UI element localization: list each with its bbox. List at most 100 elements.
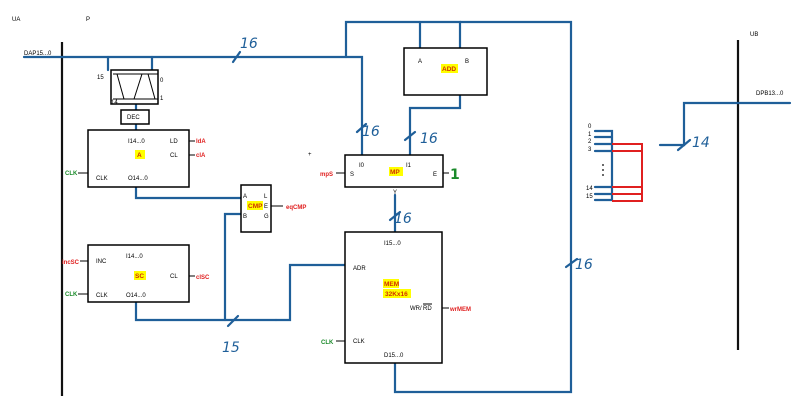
sc-highlight	[134, 271, 146, 280]
sc-inc: INC	[96, 259, 107, 265]
mp-highlight	[389, 167, 403, 176]
mem-name: MEM	[384, 281, 399, 288]
reg-a-in: I14...0	[128, 139, 145, 145]
wire-sc-to-cmp-b	[223, 212, 243, 322]
slash-sc	[226, 314, 240, 328]
signal-clk-sc: CLK	[65, 292, 78, 298]
cmp-block	[240, 184, 272, 233]
cmp-l: L	[264, 194, 268, 200]
signal-wrMEM: wrMEM	[449, 307, 471, 313]
dec-block	[120, 109, 150, 125]
reg-a-clk: CLK	[96, 176, 108, 182]
signal-mp-e-one: 1	[450, 167, 460, 183]
add-name: ADD	[442, 66, 456, 73]
dpb-input-label: DPB13...0	[756, 91, 784, 97]
mp-y: Y	[393, 190, 397, 196]
mux-label-0: 0	[588, 124, 592, 130]
slash-dpb	[676, 138, 692, 152]
add-block	[403, 47, 488, 96]
sc-name: SC	[135, 273, 144, 280]
signal-clA: clA	[196, 153, 206, 159]
add-a: A	[418, 59, 422, 65]
dec-label: DEC	[127, 115, 140, 121]
mp-i1: I1	[406, 163, 412, 169]
mp-i0: I0	[359, 163, 365, 169]
width-16-mem: 16	[394, 211, 412, 227]
slash-mp0	[355, 122, 368, 134]
wire-add-top	[344, 20, 462, 59]
reg-a-highlight	[135, 150, 145, 159]
mp-s: S	[350, 172, 354, 178]
wire-a-to-cmp	[134, 184, 243, 200]
bus-ua-label: UA	[12, 17, 20, 23]
width-16-mp0: 16	[362, 124, 380, 140]
signal-mpS: mpS	[320, 172, 333, 178]
reg-a-cl: CL	[170, 153, 178, 159]
mem-highlight-2	[383, 289, 411, 298]
wire-sc-to-mem-adr	[274, 263, 348, 322]
cmp-a: A	[243, 194, 247, 200]
switch-lever-3	[147, 73, 156, 100]
width-16-right: 16	[575, 257, 593, 273]
wire-dap-to-mp-i0	[22, 55, 364, 157]
wire-sc-out	[134, 300, 278, 322]
switch-lever-1	[116, 73, 125, 100]
wire-mem-out-loop	[393, 20, 573, 394]
width-15: 15	[222, 340, 240, 356]
signal-ldA: ldA	[196, 139, 206, 145]
reg-a-name: A	[137, 152, 142, 159]
slash-mp1	[403, 130, 417, 142]
switch-label-1: 1	[160, 96, 164, 102]
width-14: 14	[692, 135, 710, 151]
dap-input-label: DAP15...0	[24, 51, 52, 57]
cmp-name: CMP	[248, 203, 263, 210]
slash-top	[231, 50, 242, 64]
mux-dot-3	[602, 174, 604, 176]
signal-clk-mem: CLK	[321, 340, 334, 346]
sc-clk: CLK	[96, 293, 108, 299]
bus-ub-label: UB	[750, 32, 758, 38]
mux-bracket	[593, 129, 614, 202]
cmp-g: G	[264, 214, 269, 220]
mp-name: MP	[390, 169, 400, 176]
switch-label-15: 15	[97, 75, 104, 81]
add-highlight	[441, 64, 458, 73]
sc-cl: CL	[170, 274, 178, 280]
mux-label-3: 3	[588, 147, 592, 153]
signal-incSC: incSC	[62, 260, 80, 266]
switch-label-0: 0	[160, 78, 164, 84]
mux-label-1: 1	[588, 132, 592, 138]
mux-red-bracket	[612, 143, 643, 202]
mem-size: 32Kx16	[385, 291, 408, 298]
wire-dpb	[658, 101, 792, 147]
mux-label-14: 14	[586, 186, 593, 192]
width-16-mp1: 16	[420, 131, 438, 147]
width-16-top: 16	[240, 36, 258, 52]
add-b: B	[465, 59, 469, 65]
cmp-highlight	[247, 201, 263, 210]
mux-dot-1	[602, 164, 604, 166]
bus-p-label: P	[86, 17, 90, 23]
reg-a-ld: LD	[170, 139, 178, 145]
cmp-e: E	[264, 204, 268, 210]
switch-lever-2	[133, 73, 143, 100]
mem-rd: RD	[423, 306, 432, 312]
cmp-b: B	[243, 214, 247, 220]
mem-wr: WR/	[410, 306, 422, 312]
slash-mem	[388, 210, 402, 222]
reg-a-out: O14...0	[128, 176, 148, 182]
signal-eqCMP: eqCMP	[286, 205, 306, 211]
signal-clSC: clSC	[196, 275, 210, 281]
mem-highlight-1	[383, 279, 399, 288]
mem-adr: ADR	[353, 266, 366, 272]
slash-right	[564, 257, 579, 269]
mux-label-2: 2	[588, 139, 592, 145]
signal-clk-a: CLK	[65, 171, 78, 177]
mem-clk: CLK	[353, 339, 365, 345]
mux-dot-2	[602, 169, 604, 171]
mem-in: I15...0	[384, 241, 401, 247]
sc-out: O14...0	[126, 293, 146, 299]
mp-e: E	[433, 172, 437, 178]
